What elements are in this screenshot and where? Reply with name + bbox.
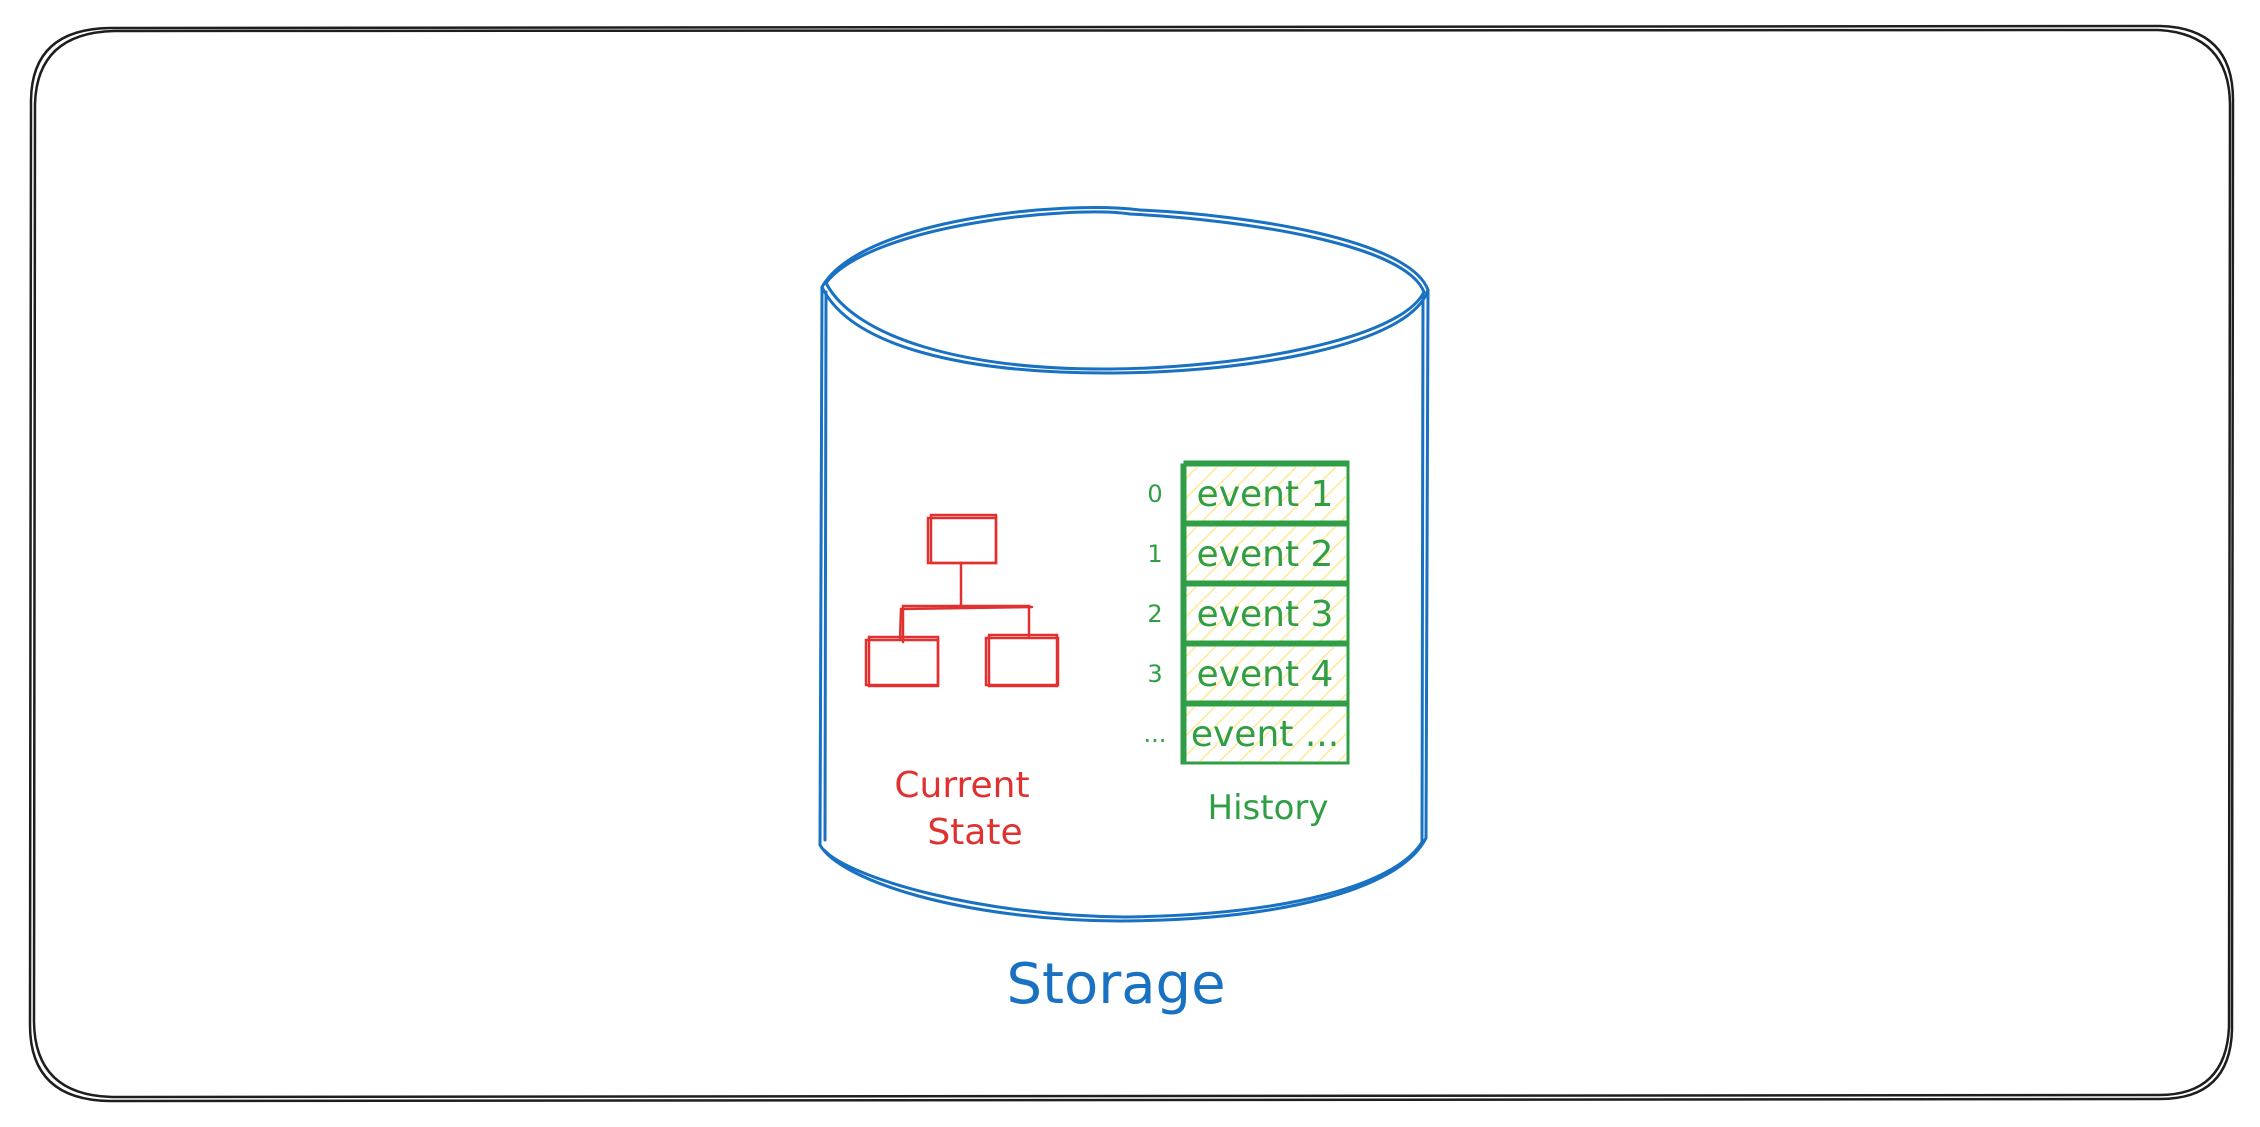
state-tree-left-node: [864, 638, 940, 687]
storage-label: Storage: [1006, 952, 1225, 1017]
history-row-index: 2: [1147, 600, 1162, 628]
history-row-box: [1183, 700, 1350, 765]
history-row-event: event 1: [1197, 474, 1334, 515]
history-row: 1 event 2: [1147, 520, 1350, 585]
state-tree-right-node: [984, 636, 1060, 687]
history-row-event: event 4: [1197, 654, 1334, 695]
history-row-hatch: [1184, 647, 1346, 701]
state-tree-icon: [864, 513, 1060, 688]
history-row-event: event 2: [1197, 534, 1334, 575]
history-row-index: ...: [1144, 720, 1167, 748]
storage-cylinder: [818, 206, 1430, 923]
history-row-hatch: [1184, 467, 1346, 521]
state-tree-root-node: [926, 516, 998, 565]
history-row: 0 event 1: [1147, 460, 1350, 525]
history-row: ... event ...: [1144, 700, 1350, 765]
history-row: 3 event 4: [1147, 640, 1350, 705]
history-row-hatch: [1184, 707, 1346, 761]
history-row-event: event ...: [1191, 714, 1339, 755]
history-row-index: 1: [1147, 540, 1162, 568]
history-list: 0 event 1 1 event 2 2 event 3 3 event 4... event…: [1144, 460, 1350, 765]
current-state-label-line1: Current: [894, 765, 1029, 806]
history-row-event: event 3: [1197, 594, 1334, 635]
current-state-label-line2: State: [927, 812, 1022, 853]
history-row-index: 3: [1147, 660, 1162, 688]
history-label: History: [1208, 788, 1329, 828]
history-row: 2 event 3: [1147, 580, 1350, 645]
history-row-index: 0: [1147, 480, 1162, 508]
outer-frame: [28, 24, 2235, 1103]
history-row-hatch: [1184, 587, 1346, 641]
history-row-hatch: [1184, 527, 1346, 581]
